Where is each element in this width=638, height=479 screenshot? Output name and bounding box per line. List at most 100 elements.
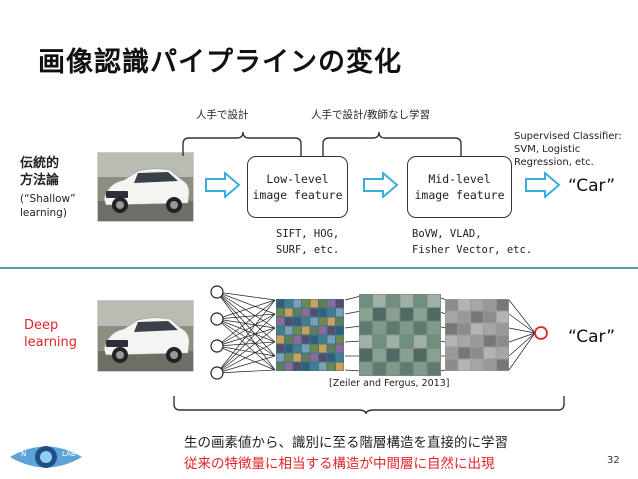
filter-cell (445, 359, 458, 371)
filter-grid-layer2 (359, 294, 441, 376)
filter-cell (327, 335, 335, 344)
low-level-examples: SIFT, HOG, SURF, etc. (276, 226, 339, 258)
filter-cell (336, 362, 344, 371)
filter-cell (302, 299, 310, 308)
input-node (210, 339, 224, 353)
filter-cell (310, 317, 318, 326)
shallow-learning-label: (“Shallow” learning) (20, 192, 76, 220)
filter-cell (285, 299, 293, 308)
filter-cell (373, 362, 386, 376)
filter-cell (336, 344, 344, 353)
filter-cell (445, 347, 458, 359)
filter-cell (310, 362, 318, 371)
filter-cell (327, 326, 335, 335)
footer-line1: 生の画素値から、識別に至る階層構造を直接的に学習 (184, 435, 508, 451)
filter-cell (373, 308, 386, 321)
filter-cell (496, 335, 509, 347)
bracket-left-label: 人手で設計 (196, 109, 249, 121)
low-level-line1: Low-level (266, 172, 329, 186)
filter-cell (427, 321, 441, 335)
traditional-output-label: “Car” (568, 176, 615, 196)
filter-cell (471, 299, 483, 311)
mid-level-line1: Mid-level (428, 172, 491, 186)
filter-cell (319, 326, 327, 335)
filter-cell (293, 335, 301, 344)
arrow-icon-3 (525, 172, 561, 198)
filter-cell (496, 311, 509, 323)
filter-cell (310, 344, 318, 353)
filter-cell (319, 353, 327, 362)
filter-cell (327, 362, 335, 371)
filter-cell (413, 308, 427, 321)
filter-cell (373, 335, 386, 348)
filter-cell (285, 335, 293, 344)
citation: [Zeiler and Fergus, 2013] (329, 378, 450, 389)
filter-cell (483, 299, 496, 311)
top-brackets (182, 131, 462, 156)
arrow-icon-1 (205, 172, 241, 198)
classifier-label: Supervised Classifier: SVM, Logistic Reg… (514, 130, 622, 169)
filter-cell (359, 348, 373, 362)
filter-cell (471, 323, 483, 335)
filter-cell (483, 347, 496, 359)
filter-cell (276, 326, 284, 335)
low-examples-line2: SURF, etc. (276, 244, 340, 256)
filter-cell (336, 353, 344, 362)
filter-cell (327, 308, 335, 317)
lab-logo: N LAB (8, 440, 84, 474)
logo-right-text: LAB (62, 450, 76, 458)
traditional-label: 伝統的 方法論 (20, 155, 59, 189)
filter-cell (336, 299, 344, 308)
filter-cell (386, 335, 400, 348)
filter-cell (400, 308, 413, 321)
filter-cell (319, 335, 327, 344)
filter-cell (319, 344, 327, 353)
car-photo-deep (97, 300, 194, 372)
filter-cell (302, 308, 310, 317)
filter-cell (276, 299, 284, 308)
mid-examples-line1: BoVW, VLAD, (412, 228, 482, 240)
filter-grid-layer3 (445, 299, 509, 371)
filter-cell (302, 362, 310, 371)
low-examples-line1: SIFT, HOG, (276, 228, 340, 240)
filter-cell (310, 299, 318, 308)
filter-cell (496, 347, 509, 359)
classifier-line1: Supervised Classifier: (514, 131, 622, 142)
filter-cell (310, 308, 318, 317)
filter-cell (386, 308, 400, 321)
filter-cell (458, 335, 471, 347)
filter-cell (276, 317, 284, 326)
mid-examples-line2: Fisher Vector, etc. (412, 244, 533, 256)
filter-cell (310, 335, 318, 344)
filter-cell (327, 317, 335, 326)
filter-cell (413, 335, 427, 348)
filter-cell (327, 353, 335, 362)
filter-cell (386, 321, 400, 335)
shallow-label-line2: learning) (20, 207, 67, 219)
filter-cell (285, 353, 293, 362)
filter-cell (427, 308, 441, 321)
filter-cell (285, 362, 293, 371)
deep-learning-label: Deep learning (24, 317, 77, 351)
filter-cell (483, 323, 496, 335)
mid-level-line2: image feature (414, 188, 505, 202)
filter-cell (302, 317, 310, 326)
filter-cell (445, 299, 458, 311)
filter-cell (319, 362, 327, 371)
output-node (534, 326, 548, 340)
filter-cell (285, 308, 293, 317)
filter-cell (427, 348, 441, 362)
filter-cell (471, 311, 483, 323)
filter-cell (471, 335, 483, 347)
filter-cell (496, 299, 509, 311)
filter-cell (293, 308, 301, 317)
filter-cell (427, 294, 441, 308)
mid-level-examples: BoVW, VLAD, Fisher Vector, etc. (412, 226, 532, 258)
filter-cell (293, 326, 301, 335)
car-photo-traditional (97, 152, 194, 222)
filter-cell (373, 321, 386, 335)
filter-cell (458, 311, 471, 323)
filter-cell (427, 362, 441, 376)
filter-cell (327, 299, 335, 308)
low-level-feature-box: Low-level image feature (247, 156, 348, 218)
